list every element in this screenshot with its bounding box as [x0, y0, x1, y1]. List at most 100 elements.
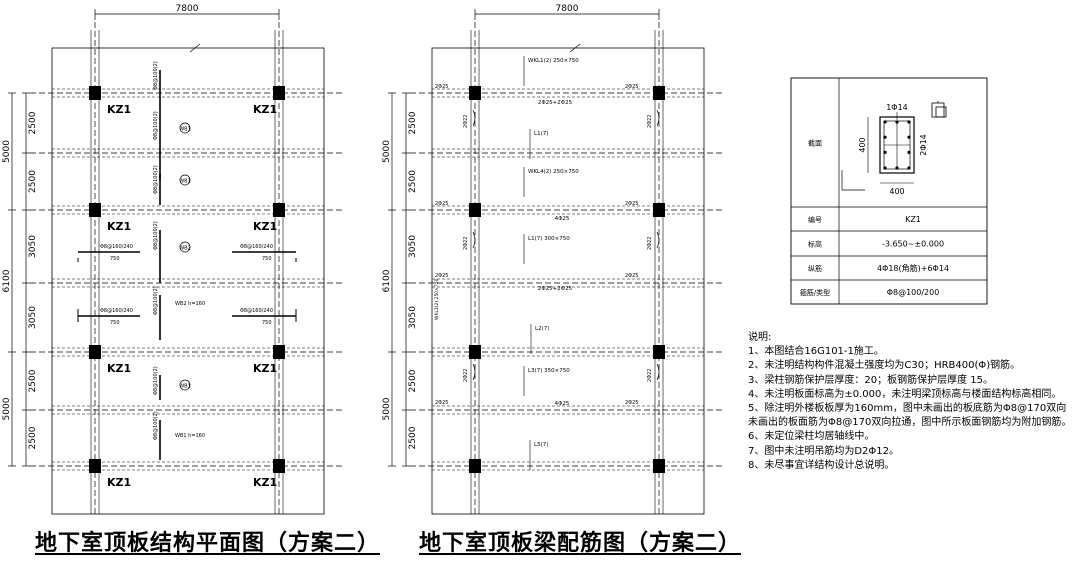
beam-label: L5(7) — [534, 442, 548, 448]
column-kz1 — [89, 459, 101, 473]
rebar-note: Φ8@160/240 — [240, 308, 273, 314]
dimension-label: 5000 — [382, 140, 392, 163]
dimension-label: 2500 — [28, 111, 38, 134]
beam-label: WKL1(2) 250×750 — [528, 58, 579, 64]
rebar-note: Φ8@100(2) — [153, 286, 159, 315]
dimension-label: 6100 — [382, 269, 392, 292]
beam-label: L2(7) — [535, 326, 549, 332]
column-kz1 — [469, 345, 481, 359]
dimension-label: 3050 — [408, 235, 418, 258]
bar-label: 2Φ25 — [435, 84, 448, 90]
rebar-dot — [883, 120, 887, 124]
column-label: KZ1 — [253, 476, 277, 489]
table-label: 标高 — [808, 240, 822, 249]
column-kz1 — [273, 203, 285, 217]
slab-mark — [179, 379, 191, 391]
dimension-label: 5000 — [2, 140, 12, 163]
column-kz1 — [89, 86, 101, 100]
table-label: 编号 — [808, 215, 822, 224]
bar-label: 2Φ25 — [625, 273, 638, 279]
column-kz1 — [469, 86, 481, 100]
dimension-label: 2500 — [408, 170, 418, 193]
column-kz1 — [653, 86, 665, 100]
table-label: 截面 — [808, 139, 822, 148]
break-mark — [189, 43, 201, 53]
column-kz1 — [273, 86, 285, 100]
column-kz1 — [469, 459, 481, 473]
section-dim: 400 — [858, 137, 867, 152]
column-kz1 — [89, 345, 101, 359]
beam-label: WKL4(2) 250×750 — [528, 169, 579, 175]
dimension-label: 5000 — [382, 397, 392, 420]
dimension-label: 6100 — [2, 269, 12, 292]
dimension-label: 2500 — [408, 426, 418, 449]
table-label: 箍筋/类型 — [800, 288, 830, 297]
rebar-note: Φ8@100(2) — [153, 111, 159, 140]
rebar-dot — [907, 120, 911, 124]
slab-mark — [179, 174, 191, 186]
section-note: 1Φ14 — [886, 103, 908, 112]
column-kz1 — [653, 345, 665, 359]
column-label: KZ1 — [107, 476, 131, 489]
rebar-note: Φ8@100(2) — [153, 221, 159, 250]
dimension-label: 2500 — [28, 170, 38, 193]
slab-mark-label: WB1 — [179, 179, 191, 185]
hanger-bar — [656, 363, 660, 381]
rebar-note: Φ8@100(2) — [153, 366, 159, 395]
bar-label: 2Φ25+2Φ25 — [538, 100, 573, 106]
bar-label: 4Φ25 — [555, 216, 570, 222]
rebar-dot — [907, 150, 911, 154]
note-item: 7、图中未注明吊筋均为D2Φ12。 — [748, 445, 900, 457]
bar-label: 2Φ25 — [435, 273, 448, 279]
bar-label: 4Φ25 — [555, 401, 570, 407]
rebar-note: 750 — [110, 320, 120, 326]
rebar-dot — [907, 166, 911, 170]
column-label: KZ1 — [107, 103, 131, 116]
bar-label: 2Φ25 — [625, 201, 638, 207]
bar-label: 2Φ22 — [463, 237, 469, 250]
notes-title: 说明: — [748, 332, 772, 343]
bar-label: 2Φ22 — [463, 369, 469, 382]
plan1-caption: 地下室顶板结构平面图（方案二） — [35, 530, 381, 556]
hanger-bar — [472, 109, 476, 127]
column-kz1 — [273, 345, 285, 359]
slab-mark-label: WB2 — [179, 246, 191, 252]
column-kz1 — [89, 203, 101, 217]
column-label: KZ1 — [107, 362, 131, 375]
dimension-label: 2500 — [408, 111, 418, 134]
table-value: 4Φ18(角筋)+6Φ14 — [877, 263, 949, 273]
dimension-label: 7800 — [556, 4, 579, 14]
dimension-label: 3050 — [408, 306, 418, 329]
table-label: 纵筋 — [808, 264, 822, 273]
dimension-label: 3050 — [28, 235, 38, 258]
note-item: 6、未定位梁柱均居轴线中。 — [748, 431, 875, 443]
slab-mark-label: WB1 — [179, 127, 191, 133]
hanger-bar — [472, 231, 476, 249]
column-kz1 — [653, 203, 665, 217]
rebar-note: 750 — [110, 256, 120, 262]
rebar-note: 750 — [262, 320, 272, 326]
rebar-note: Φ8@100(2) — [153, 165, 159, 194]
rebar-dot — [883, 135, 887, 139]
beam-label: WKL1(2) 250×750 — [434, 278, 440, 320]
orientation-icon — [935, 106, 947, 118]
bar-label: 2Φ25 — [435, 400, 448, 406]
dimension-label: 3050 — [28, 306, 38, 329]
rebar-dot — [883, 166, 887, 170]
rebar-note: 750 — [262, 256, 272, 262]
note-item: 5、除注明外楼板板厚为160mm，图中未画出的板底筋为Φ8@170双向 — [748, 403, 1067, 415]
slab-outline — [51, 47, 325, 515]
table-value: KZ1 — [905, 215, 921, 224]
hanger-bar — [656, 109, 660, 127]
dimension-label: 2500 — [28, 426, 38, 449]
design-notes: 说明: 1、本图结合16G101-1施工。 2、未注明结构构件混凝土强度均为C3… — [748, 331, 1078, 473]
bar-label: 2Φ25 — [435, 201, 448, 207]
rebar-dot — [895, 166, 899, 170]
slab-mark-label: WB1 — [179, 384, 191, 390]
slab-note: WB2 h=160 — [175, 301, 205, 307]
beam-label: L1(7) — [534, 131, 548, 137]
plan2-caption: 地下室顶板梁配筋图（方案二） — [419, 530, 742, 556]
note-item: 4、未注明板面标高为±0.000，未注明梁顶标高与楼面结构标高相同。 — [748, 388, 1062, 400]
dimension-label: 2500 — [408, 369, 418, 392]
